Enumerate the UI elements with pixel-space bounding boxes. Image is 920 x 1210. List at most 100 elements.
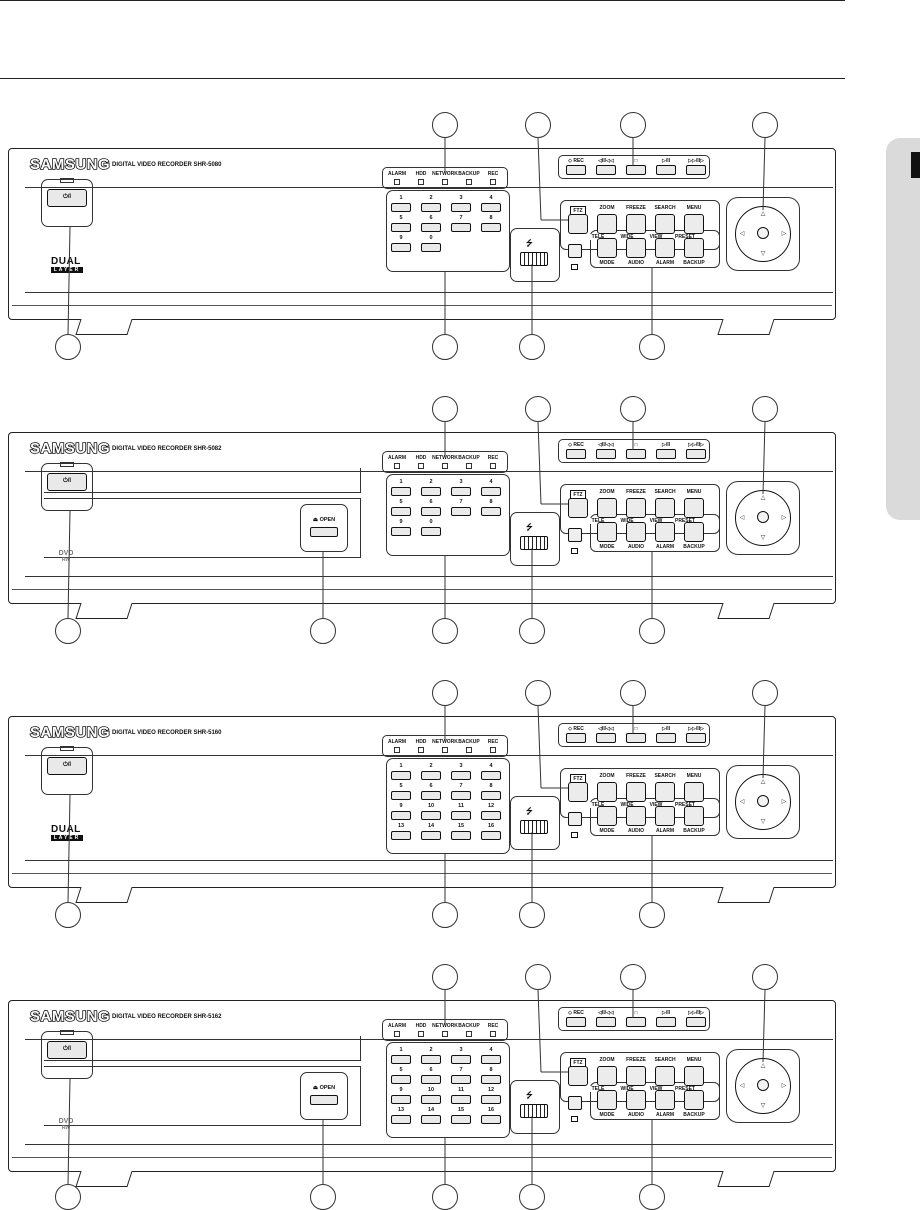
playback-key-0[interactable]: ◇ REC: [562, 726, 590, 743]
number-key-15[interactable]: 15: [450, 823, 472, 840]
number-key-2[interactable]: 2: [420, 763, 442, 780]
number-key-button[interactable]: [481, 791, 501, 800]
function-key-menu[interactable]: [684, 214, 704, 234]
function-key-ftz[interactable]: [568, 214, 588, 234]
number-key-2[interactable]: 2: [420, 1047, 442, 1064]
function-key-zoom[interactable]: [597, 498, 617, 518]
number-key-button[interactable]: [451, 1075, 471, 1084]
number-key-5[interactable]: 5: [390, 783, 412, 800]
number-key-1[interactable]: 1: [390, 1047, 412, 1064]
number-key-8[interactable]: 8: [480, 215, 502, 232]
usb-port[interactable]: [520, 1104, 548, 1118]
playback-key-button[interactable]: [566, 1017, 586, 1027]
playback-key-0[interactable]: ◇ REC: [562, 1010, 590, 1027]
number-key-button[interactable]: [421, 771, 441, 780]
number-key-button[interactable]: [451, 507, 471, 516]
open-button[interactable]: [310, 1095, 338, 1105]
number-key-button[interactable]: [391, 223, 411, 232]
number-key-14[interactable]: 14: [420, 1107, 442, 1124]
number-key-8[interactable]: 8: [480, 783, 502, 800]
right-arrow-icon[interactable]: ▷: [781, 1082, 787, 1089]
number-key-button[interactable]: [421, 223, 441, 232]
number-key-15[interactable]: 15: [450, 1107, 472, 1124]
usb-port[interactable]: [520, 252, 548, 266]
number-key-button[interactable]: [421, 203, 441, 212]
number-key-13[interactable]: 13: [390, 823, 412, 840]
number-key-3[interactable]: 3: [450, 763, 472, 780]
number-key-7[interactable]: 7: [450, 215, 472, 232]
function-key-mode[interactable]: [597, 522, 617, 542]
number-key-5[interactable]: 5: [390, 1067, 412, 1084]
number-key-button[interactable]: [391, 1055, 411, 1064]
number-key-button[interactable]: [451, 1055, 471, 1064]
playback-key-1[interactable]: ◁II/◁◁: [592, 158, 620, 175]
down-arrow-icon[interactable]: ▽: [760, 534, 766, 541]
number-key-button[interactable]: [451, 791, 471, 800]
number-key-button[interactable]: [481, 223, 501, 232]
number-key-button[interactable]: [391, 507, 411, 516]
up-arrow-icon[interactable]: △: [760, 778, 766, 785]
playback-key-button[interactable]: [656, 1017, 676, 1027]
function-key-search[interactable]: [655, 782, 675, 802]
number-key-9[interactable]: 9: [390, 519, 412, 536]
function-key-ftz[interactable]: [568, 498, 588, 518]
number-key-button[interactable]: [391, 831, 411, 840]
number-key-0[interactable]: 0: [420, 519, 442, 536]
number-key-button[interactable]: [481, 507, 501, 516]
number-key-button[interactable]: [391, 203, 411, 212]
playback-key-0[interactable]: ◇ REC: [562, 158, 590, 175]
number-key-7[interactable]: 7: [450, 783, 472, 800]
number-key-button[interactable]: [451, 203, 471, 212]
up-arrow-icon[interactable]: △: [760, 210, 766, 217]
power-button[interactable]: ⏻/I: [47, 1041, 87, 1059]
number-key-button[interactable]: [391, 243, 411, 252]
number-key-button[interactable]: [481, 811, 501, 820]
function-key-backup[interactable]: [684, 1090, 704, 1110]
number-key-8[interactable]: 8: [480, 1067, 502, 1084]
right-arrow-icon[interactable]: ▷: [781, 230, 787, 237]
number-key-4[interactable]: 4: [480, 195, 502, 212]
up-arrow-icon[interactable]: △: [760, 1062, 766, 1069]
function-key-freeze[interactable]: [626, 1066, 646, 1086]
playback-key-4[interactable]: ▷▷/II▷: [682, 442, 710, 459]
right-arrow-icon[interactable]: ▷: [781, 798, 787, 805]
usb-port[interactable]: [520, 820, 548, 834]
playback-key-button[interactable]: [626, 165, 646, 175]
left-arrow-icon[interactable]: ◁: [739, 230, 745, 237]
function-key-alarm[interactable]: [655, 806, 675, 826]
number-key-button[interactable]: [391, 527, 411, 536]
playback-key-button[interactable]: [626, 733, 646, 743]
playback-key-button[interactable]: [596, 165, 616, 175]
function-key-menu[interactable]: [684, 498, 704, 518]
playback-key-1[interactable]: ◁II/◁◁: [592, 726, 620, 743]
square-key[interactable]: [568, 1096, 582, 1110]
square-key[interactable]: [568, 528, 582, 542]
number-key-5[interactable]: 5: [390, 215, 412, 232]
number-key-8[interactable]: 8: [480, 499, 502, 516]
function-key-freeze[interactable]: [626, 782, 646, 802]
left-arrow-icon[interactable]: ◁: [739, 798, 745, 805]
number-key-16[interactable]: 16: [480, 823, 502, 840]
number-key-3[interactable]: 3: [450, 479, 472, 496]
number-key-10[interactable]: 10: [420, 803, 442, 820]
playback-key-3[interactable]: ▷/II: [652, 1010, 680, 1027]
playback-key-button[interactable]: [626, 1017, 646, 1027]
number-key-7[interactable]: 7: [450, 499, 472, 516]
number-key-button[interactable]: [391, 1095, 411, 1104]
function-key-audio[interactable]: [626, 1090, 646, 1110]
number-key-button[interactable]: [481, 487, 501, 496]
number-key-button[interactable]: [451, 771, 471, 780]
function-key-menu[interactable]: [684, 782, 704, 802]
function-key-audio[interactable]: [626, 238, 646, 258]
number-key-7[interactable]: 7: [450, 1067, 472, 1084]
playback-key-2[interactable]: □: [622, 726, 650, 743]
power-button[interactable]: ⏻/I: [47, 189, 87, 207]
number-key-13[interactable]: 13: [390, 1107, 412, 1124]
number-key-button[interactable]: [481, 771, 501, 780]
number-key-11[interactable]: 11: [450, 803, 472, 820]
playback-key-button[interactable]: [566, 733, 586, 743]
down-arrow-icon[interactable]: ▽: [760, 1102, 766, 1109]
number-key-button[interactable]: [481, 1075, 501, 1084]
right-arrow-icon[interactable]: ▷: [781, 514, 787, 521]
number-key-button[interactable]: [421, 791, 441, 800]
